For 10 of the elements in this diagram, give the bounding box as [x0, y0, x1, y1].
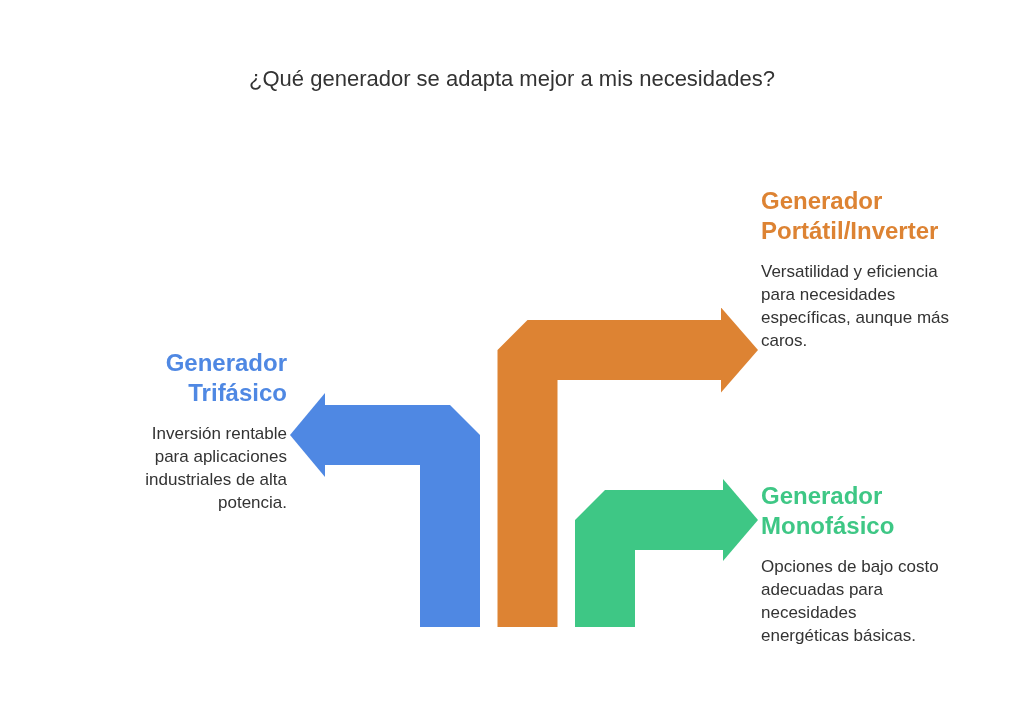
option-heading: Generador Portátil/Inverter: [761, 186, 940, 246]
option-description: Opciones de bajo costo adecuadas para necesidades energéticas básicas.: [761, 556, 940, 647]
option-heading: Generador Trifásico: [164, 348, 287, 408]
bent-arrow: [575, 479, 758, 627]
option-description: Inversión rentable para aplicaciones industriales de alta potencia.: [144, 423, 287, 514]
title: ¿Qué generador se adapta mejor a mis necesidades?: [248, 66, 776, 92]
bent-arrow: [290, 393, 480, 627]
option-heading: Generador Monofásico: [761, 481, 896, 541]
option-description: Versatilidad y eficiencia para necesidades específicas, aunque más caros.: [761, 261, 951, 352]
bent-arrow: [497, 307, 758, 627]
